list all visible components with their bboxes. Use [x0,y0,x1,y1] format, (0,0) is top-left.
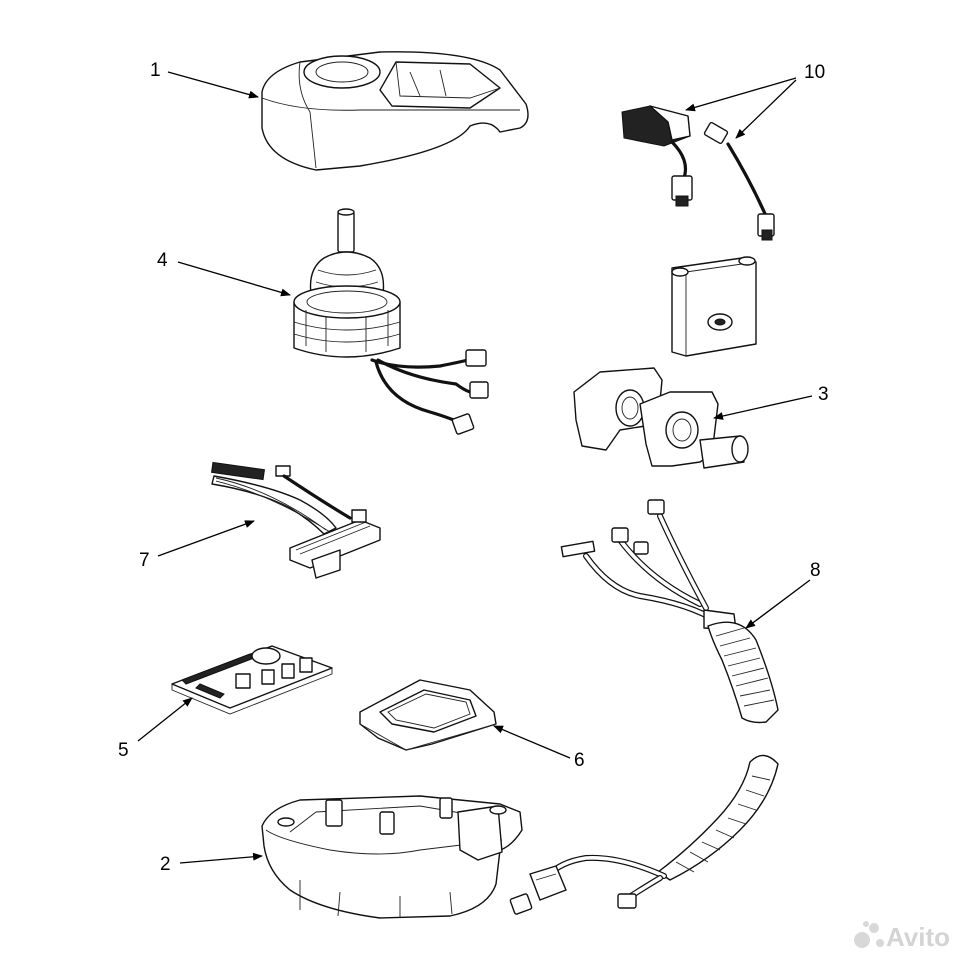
label-part-8: 8 [810,560,821,581]
label-part-4: 4 [157,250,168,271]
circuit-board-part [171,645,333,715]
label-part-3: 3 [818,384,829,405]
top-cover-part [261,51,529,171]
leader-line-10b [735,79,797,139]
leader-line-3 [713,395,813,420]
leader-line-5 [137,697,193,742]
bracket-assembly-part [573,367,749,469]
avito-logo-icon [854,921,884,948]
leader-line-8 [745,579,811,629]
cable-sleeve-assembly-part [560,499,779,724]
label-part-5: 5 [118,740,129,761]
usb-cable-part [509,754,779,915]
label-part-2: 2 [160,854,171,875]
base-housing-part [261,795,523,919]
part-labels: 1 10 4 3 7 8 5 6 2 [118,60,829,875]
leader-line-2 [179,852,263,864]
leader-lines [137,71,813,864]
leader-line-7 [157,520,255,557]
watermark-text: Avito [886,922,950,952]
label-part-10: 10 [804,62,825,83]
mounting-block-part [671,256,757,357]
connector-harness-part [621,105,775,241]
ribbon-cable-board-part [210,461,381,579]
label-part-1: 1 [150,60,161,81]
leader-line-1 [167,71,259,99]
label-part-6: 6 [574,750,585,771]
label-part-7: 7 [139,550,150,571]
watermark: Avito [854,921,950,952]
leader-line-4 [177,261,291,297]
joystick-gimbal-part [293,208,489,435]
leader-line-6 [493,725,571,759]
cover-plate-part [359,679,497,751]
leader-line-10a [685,77,797,112]
